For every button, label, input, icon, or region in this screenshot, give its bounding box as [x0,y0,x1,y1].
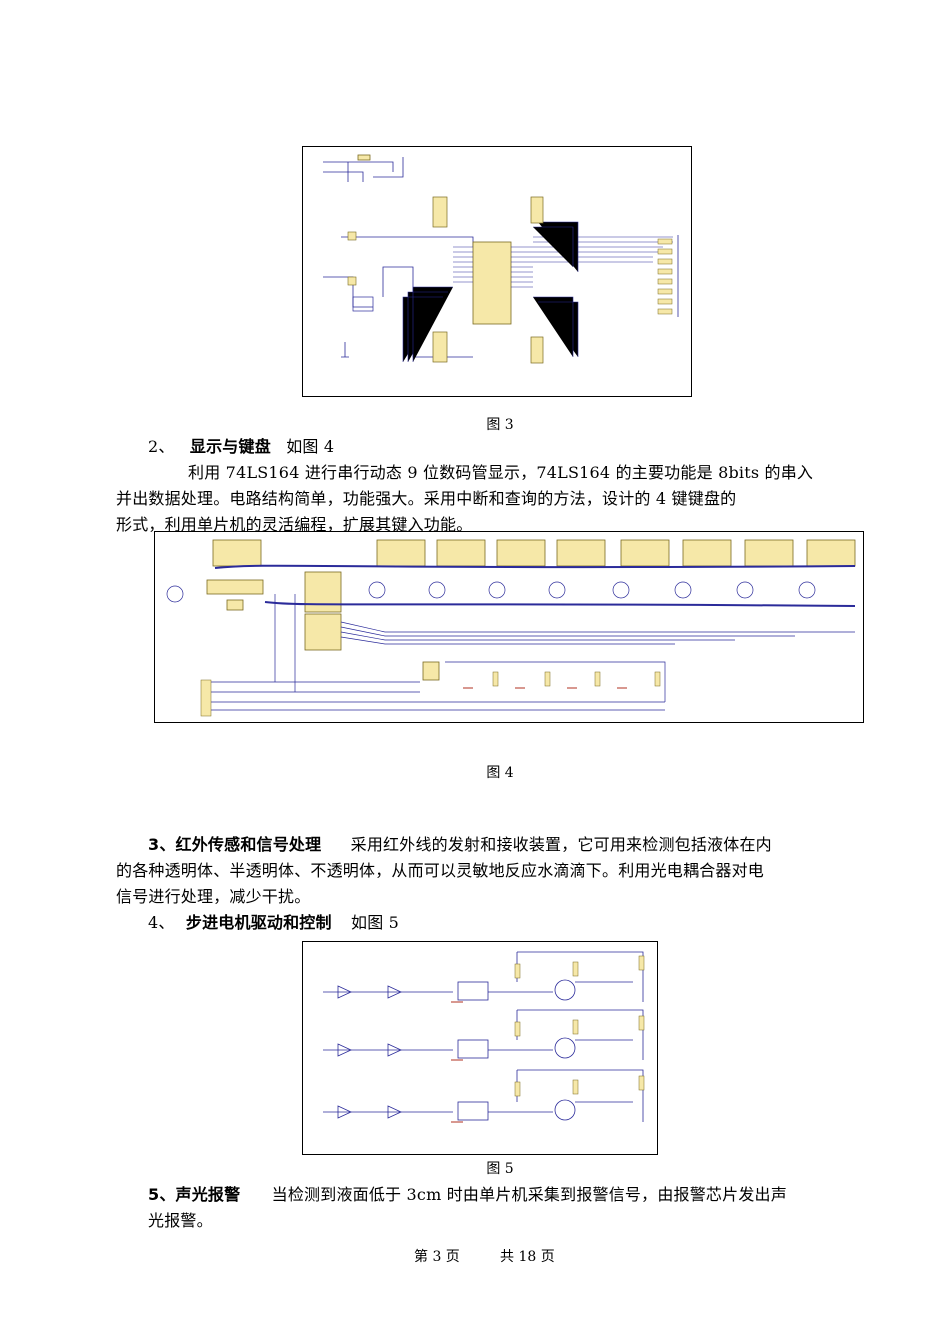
section-2-line-1: 利用 74LS164 进行串行动态 9 位数码管显示，74LS164 的主要功能… [188,463,814,482]
section-2-line-2: 并出数据处理。电路结构简单，功能强大。采用中断和查询的方法，设计的 4 键键盘的 [116,489,737,508]
page-number: 第 3 页 [414,1249,460,1265]
section-2-line-3: 形式，利用单片机的灵活编程，扩展其键入功能。 [116,515,473,534]
section-5-heading: 5、声光报警 [148,1185,241,1204]
section-4-title-line: 4、 步进电机驱动和控制 如图 5 [148,910,399,936]
figure-3-diagram [323,154,679,364]
section-4-number: 4、 [148,913,175,932]
figure-3-caption: 图 3 [486,417,514,433]
section-3-heading: 3、红外传感和信号处理 [148,835,322,854]
figure-3-schematic [302,146,692,397]
figure-5-diagram [323,951,645,1123]
figure-5-schematic [302,941,658,1155]
section-2-title-line: 2、 显示与键盘 如图 4 [148,434,334,460]
section-2-figure-ref: 如图 4 [286,437,335,456]
section-3-line-2: 的各种透明体、半透明体、不透明体，从而可以灵敏地反应水滴滴下。利用光电耦合器对电 [116,861,765,880]
page-total: 共 18 页 [500,1249,555,1265]
figure-5-caption: 图 5 [486,1161,514,1177]
section-5-line-1: 5、声光报警 当检测到液面低于 3cm 时由单片机采集到报警信号，由报警芯片发出… [148,1182,787,1208]
section-2-heading: 显示与键盘 [189,437,271,456]
section-3-text-1: 采用红外线的发射和接收装置，它可用来检测包括液体在内 [350,835,772,854]
section-3-line-1: 3、红外传感和信号处理 采用红外线的发射和接收装置，它可用来检测包括液体在内 [148,832,772,858]
figure-4-diagram [166,539,856,717]
figure-4-schematic [154,531,864,723]
section-2-number: 2、 [148,437,175,456]
section-4-figure-ref: 如图 5 [351,913,400,932]
section-5-line-2: 光报警。 [148,1211,213,1230]
section-3-line-3: 信号进行处理，减少干扰。 [116,887,311,906]
section-5-text-1: 当检测到液面低于 3cm 时由单片机采集到报警信号，由报警芯片发出声 [271,1185,787,1204]
figure-4-caption: 图 4 [486,765,514,781]
section-4-heading: 步进电机驱动和控制 [185,913,332,932]
